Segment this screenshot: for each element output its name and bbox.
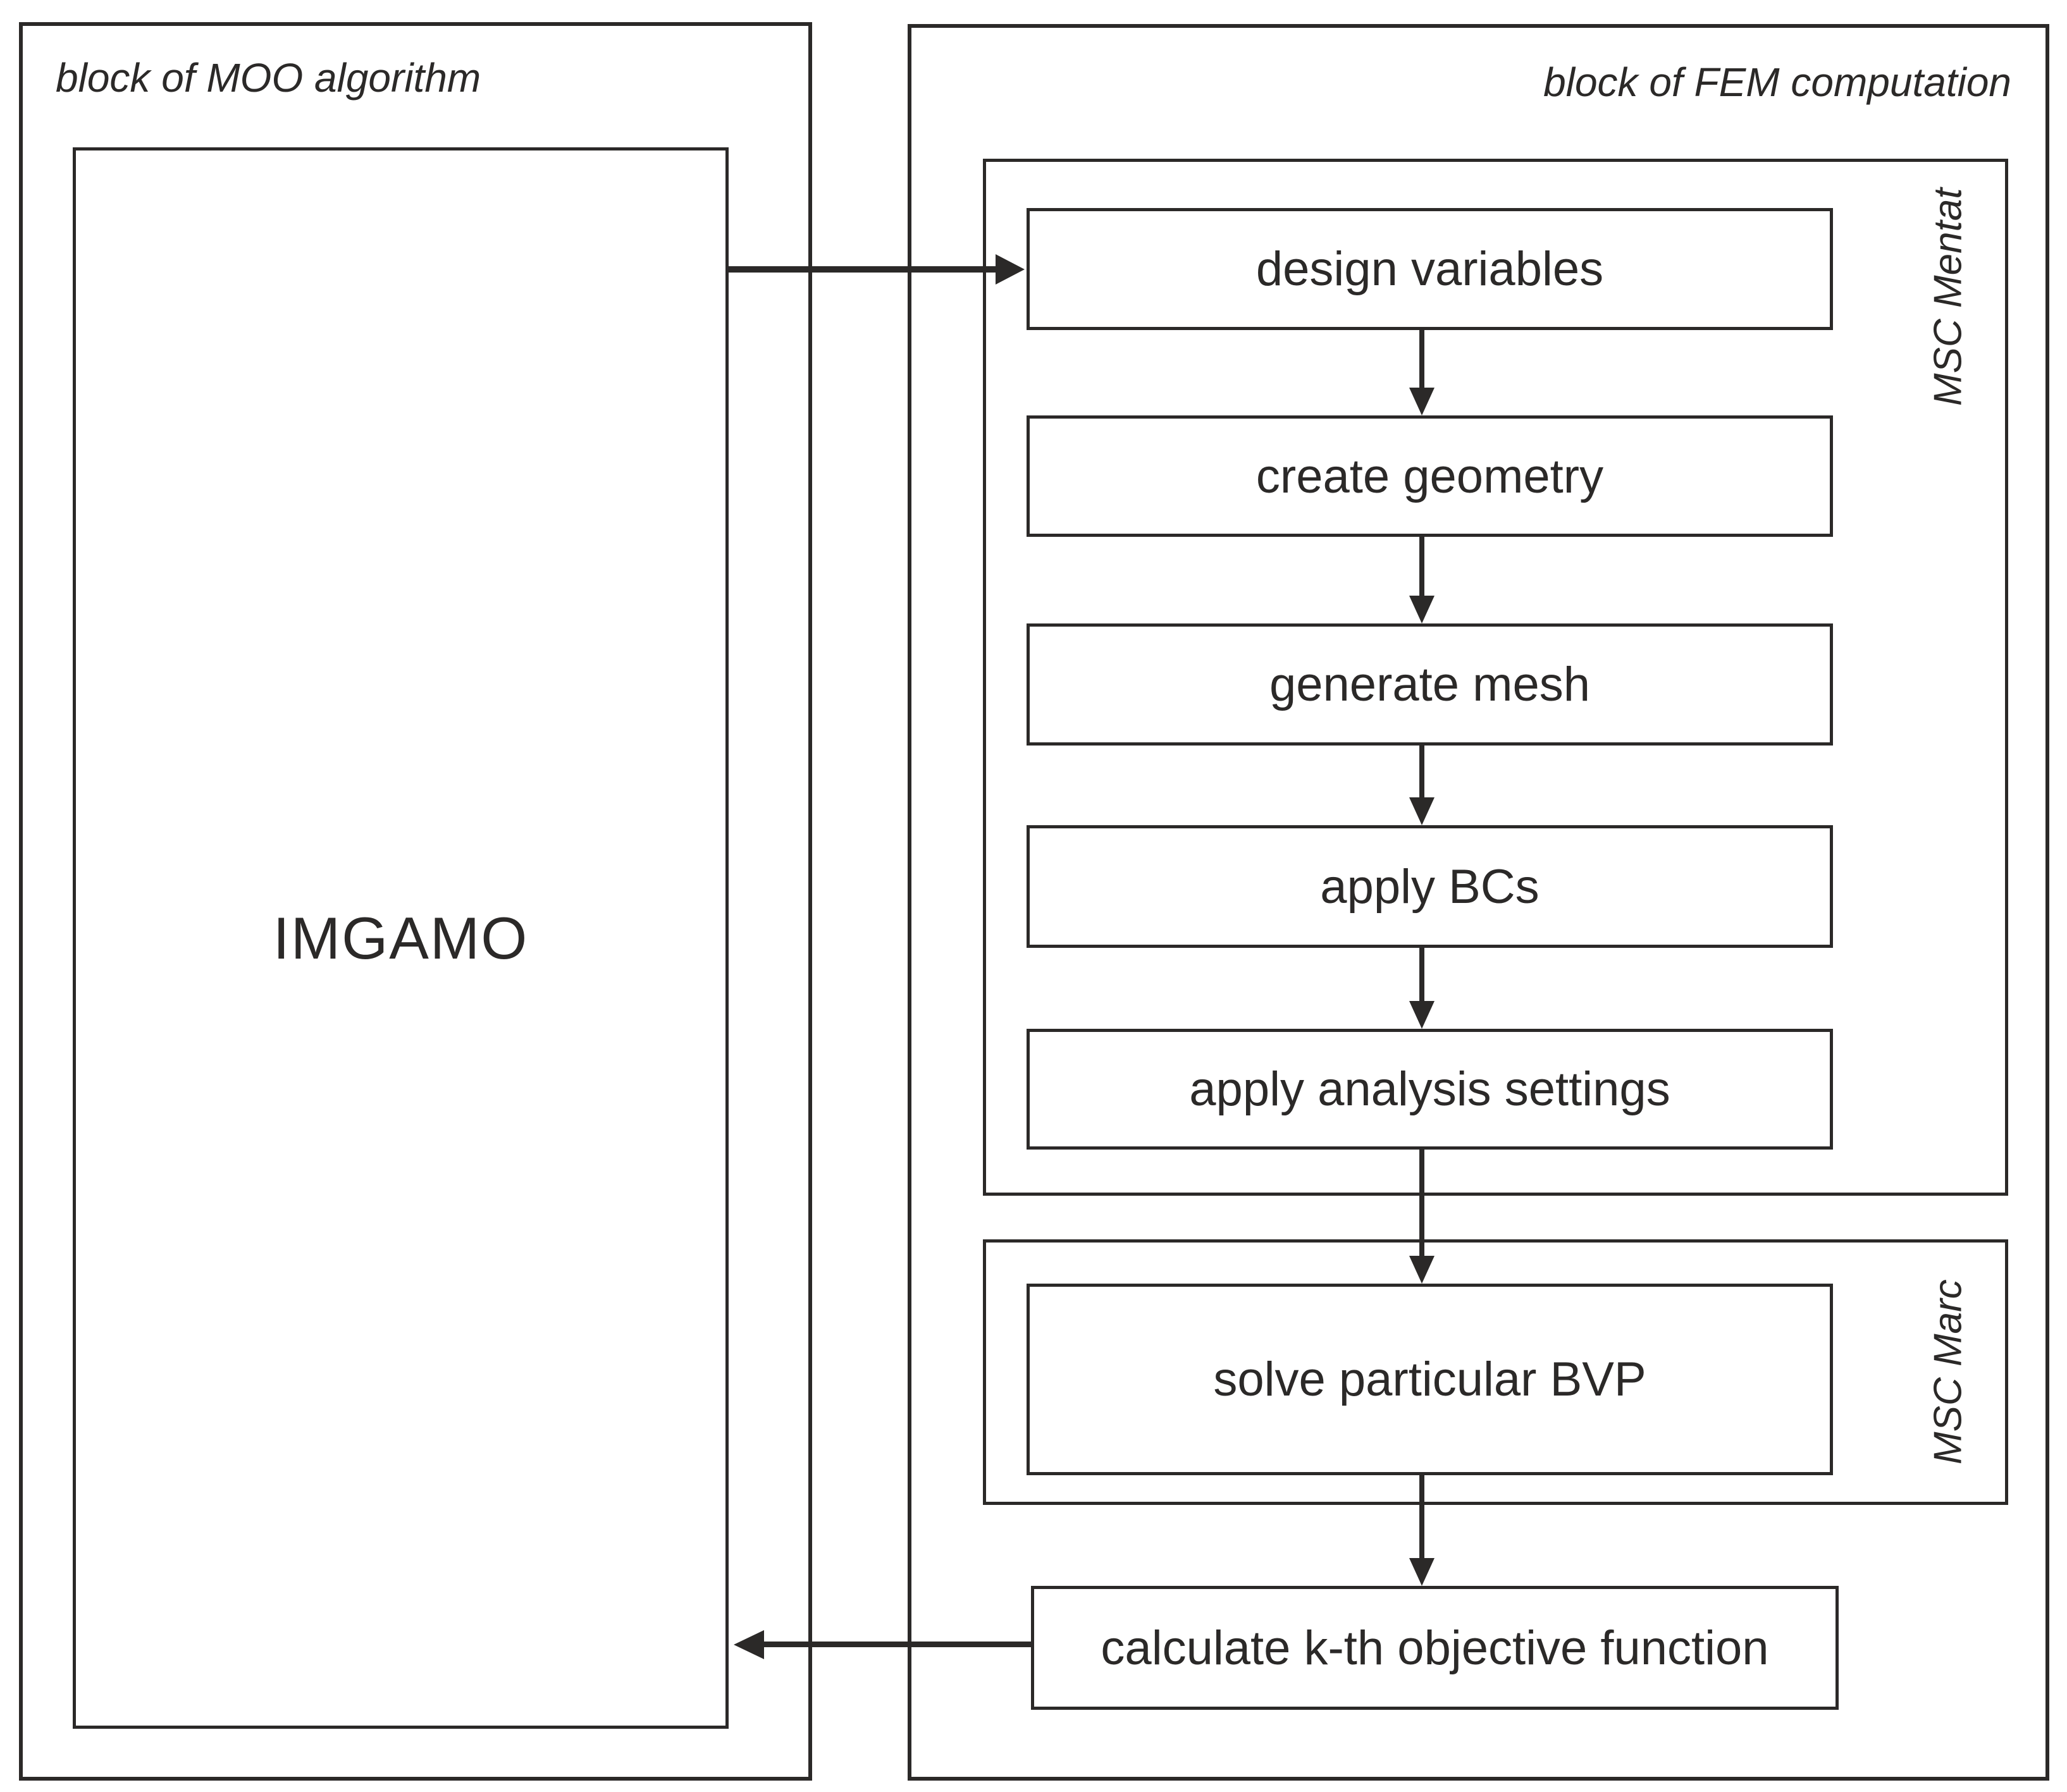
arrow-solve-bvp-to-calculate-objective-shaft: [1419, 1475, 1424, 1559]
step-label: apply analysis settings: [1189, 1062, 1670, 1116]
moo-block-title: block of MOO algorithm: [56, 55, 481, 101]
step-label: create geometry: [1256, 449, 1604, 503]
arrow-design-variables-to-create-geometry-shaft: [1419, 330, 1424, 389]
arrow-apply-bcs-to-analysis-settings-head: [1409, 1001, 1435, 1029]
msc-mentat-label: MSC Mentat: [1926, 188, 1970, 407]
step-label: generate mesh: [1269, 658, 1590, 711]
step-box-apply-analysis-settings: apply analysis settings: [1027, 1029, 1833, 1150]
arrow-apply-bcs-to-analysis-settings-shaft: [1419, 948, 1424, 1002]
arrow-calculate-objective-to-imgamo-head: [734, 1630, 764, 1659]
arrow-imgamo-to-design-variables-head: [996, 254, 1025, 285]
arrow-generate-mesh-to-apply-bcs-shaft: [1419, 746, 1424, 799]
step-label: solve particular BVP: [1213, 1353, 1646, 1406]
step-label: calculate k-th objective function: [1101, 1621, 1769, 1675]
step-box-create-geometry: create geometry: [1027, 415, 1833, 537]
arrow-create-geometry-to-generate-mesh-shaft: [1419, 537, 1424, 597]
imgamo-box: IMGAMO: [73, 147, 729, 1729]
step-box-calculate-objective-function: calculate k-th objective function: [1031, 1586, 1839, 1710]
arrow-imgamo-to-design-variables-shaft: [729, 266, 997, 273]
arrow-generate-mesh-to-apply-bcs-head: [1409, 797, 1435, 825]
step-label: design variables: [1256, 242, 1604, 296]
arrow-design-variables-to-create-geometry-head: [1409, 388, 1435, 415]
fem-block-title: block of FEM computation: [1543, 59, 2011, 105]
imgamo-label: IMGAMO: [273, 904, 529, 971]
step-box-design-variables: design variables: [1027, 208, 1833, 330]
arrow-solve-bvp-to-calculate-objective-head: [1409, 1558, 1435, 1586]
step-box-apply-bcs: apply BCs: [1027, 825, 1833, 948]
step-label: apply BCs: [1320, 859, 1539, 914]
arrow-calculate-objective-to-imgamo-shaft: [764, 1642, 1031, 1647]
msc-marc-label: MSC Marc: [1926, 1279, 1970, 1465]
arrow-create-geometry-to-generate-mesh-head: [1409, 596, 1435, 623]
arrow-analysis-settings-to-solve-bvp-head: [1409, 1256, 1435, 1284]
step-box-generate-mesh: generate mesh: [1027, 623, 1833, 746]
step-box-solve-particular-bvp: solve particular BVP: [1027, 1284, 1833, 1475]
arrow-analysis-settings-to-solve-bvp-shaft: [1419, 1150, 1424, 1257]
